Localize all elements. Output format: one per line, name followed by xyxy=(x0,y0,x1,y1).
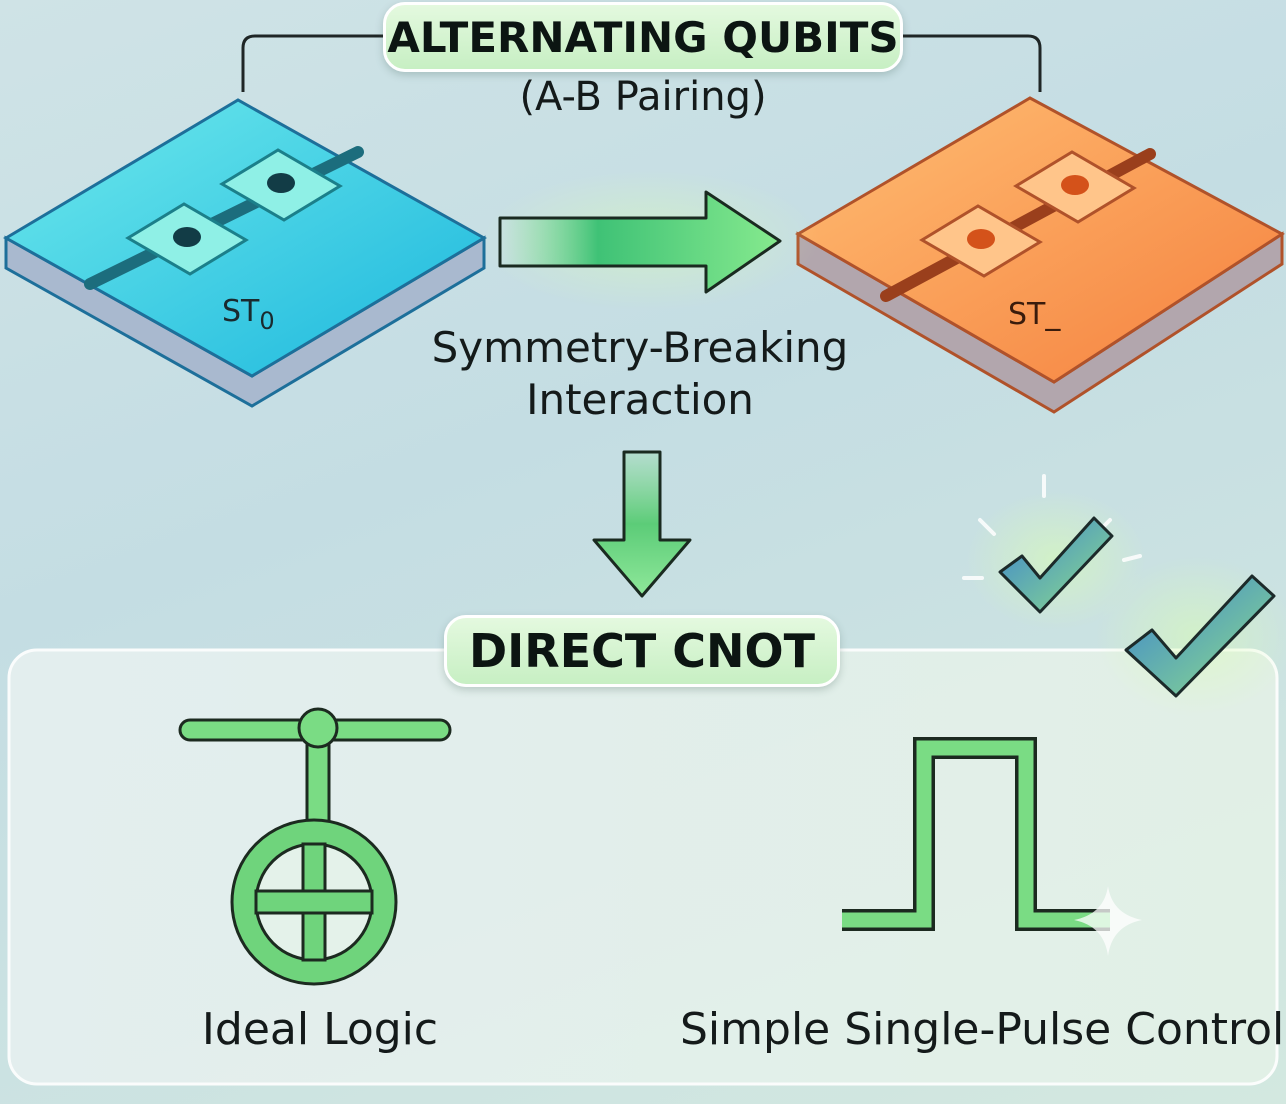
checkmark-icon xyxy=(1096,556,1286,716)
subtitle: (A-B Pairing) xyxy=(519,74,767,120)
cnot-gate-icon xyxy=(178,707,452,986)
interaction-label-line2: Interaction xyxy=(526,375,754,424)
sparkle-icon xyxy=(1074,886,1142,956)
checkmark-icon xyxy=(962,474,1146,630)
right-qubit-chip xyxy=(795,96,1285,414)
ideal-logic-label: Ideal Logic xyxy=(201,1004,439,1055)
left-chip-label-sub: 0 xyxy=(259,307,275,335)
title-banner: ALTERNATING QUBITS xyxy=(383,2,903,72)
bracket-line xyxy=(241,34,1042,92)
single-pulse-label: Simple Single-Pulse Control xyxy=(680,1004,1285,1055)
left-chip-label-main: ST xyxy=(222,294,260,329)
interaction-arrow-icon xyxy=(480,170,820,310)
right-chip-label: ST_ xyxy=(1008,297,1061,332)
square-pulse-icon xyxy=(842,737,1110,931)
interaction-label-line1: Symmetry-Breaking xyxy=(431,323,849,372)
left-chip-label: ST0 xyxy=(222,294,275,335)
result-arrow-icon xyxy=(592,450,692,598)
direct-cnot-banner: DIRECT CNOT xyxy=(444,615,840,687)
